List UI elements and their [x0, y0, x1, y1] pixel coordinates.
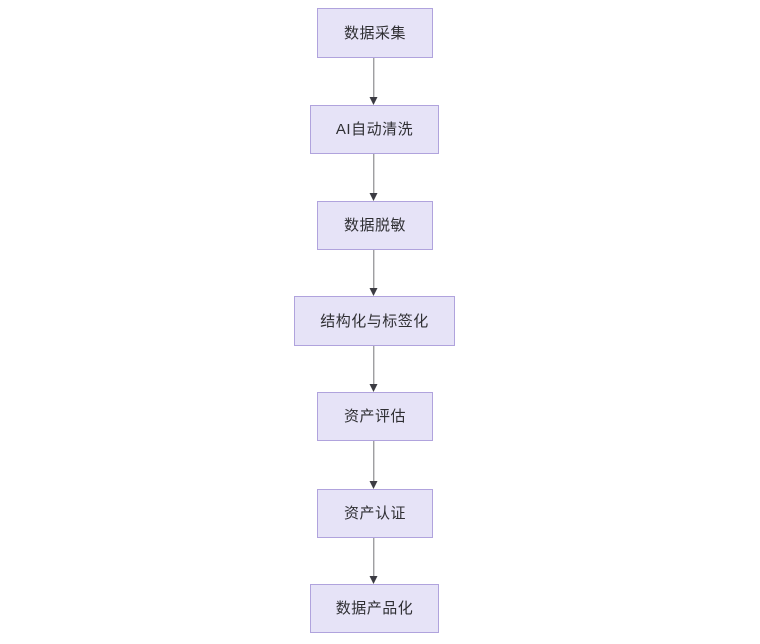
flow-node-label: 资产认证 [343, 505, 406, 522]
arrowhead-down-icon [369, 193, 378, 201]
flow-node-label: 资产评估 [343, 408, 406, 425]
arrowhead-down-icon [369, 576, 378, 584]
flow-node-label: 数据产品化 [335, 600, 414, 617]
flow-node[interactable]: 资产认证 [317, 489, 433, 538]
arrow-line [373, 538, 375, 577]
arrow-line [373, 250, 375, 289]
flow-node[interactable]: 结构化与标签化 [294, 296, 455, 346]
flow-node-label: AI自动清洗 [335, 121, 414, 138]
flow-node[interactable]: 数据脱敏 [317, 201, 433, 250]
arrowhead-down-icon [369, 481, 378, 489]
flow-node[interactable]: 资产评估 [317, 392, 433, 441]
arrowhead-down-icon [369, 288, 378, 296]
arrow-line [373, 346, 375, 385]
flow-node[interactable]: 数据产品化 [310, 584, 439, 633]
arrowhead-down-icon [369, 384, 378, 392]
arrow-line [373, 154, 375, 194]
flow-node[interactable]: AI自动清洗 [310, 105, 439, 154]
flow-node-label: 结构化与标签化 [320, 312, 429, 330]
arrow-line [373, 441, 375, 482]
flow-node-label: 数据采集 [343, 24, 406, 42]
arrowhead-down-icon [369, 97, 378, 105]
arrow-line [373, 58, 375, 98]
flow-node[interactable]: 数据采集 [317, 8, 433, 58]
flow-node-label: 数据脱敏 [343, 217, 406, 234]
